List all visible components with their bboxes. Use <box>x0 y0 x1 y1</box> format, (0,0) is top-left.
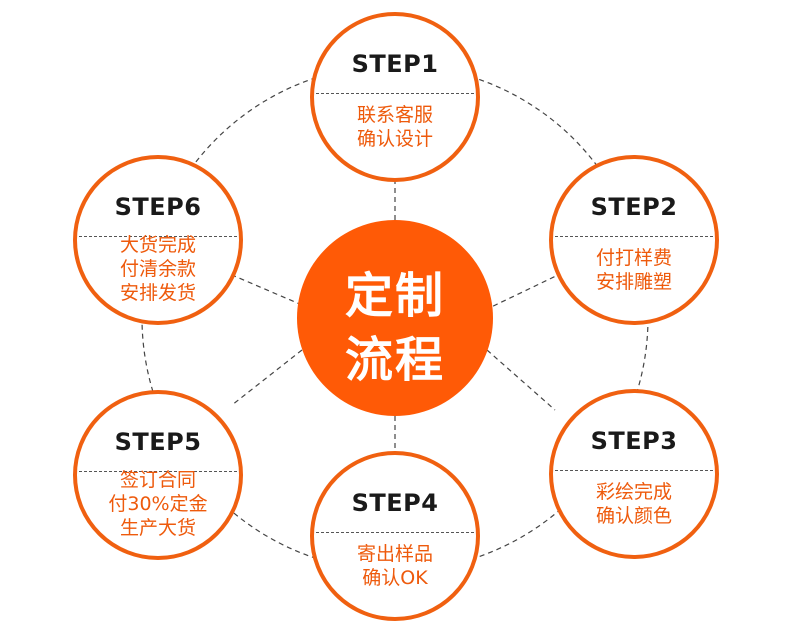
step6-line1: 大货完成 <box>119 234 196 256</box>
step3-divider <box>555 470 713 471</box>
step2-divider <box>555 236 713 237</box>
center-circle: 定制 流程 <box>297 220 493 416</box>
step2-body: 付打样费 安排雕塑 <box>553 246 715 294</box>
step5-divider <box>79 471 237 472</box>
step1-body: 联系客服 确认设计 <box>314 103 476 151</box>
step3-line1: 彩绘完成 <box>595 481 672 503</box>
spoke-step2 <box>484 274 559 311</box>
step4-title: STEP4 <box>351 489 439 517</box>
step6-line2: 付清余款 <box>119 258 196 280</box>
step2-circle: STEP2 付打样费 安排雕塑 <box>549 155 719 325</box>
step2-title: STEP2 <box>590 193 678 221</box>
spoke-step3 <box>486 349 556 411</box>
step1-title: STEP1 <box>351 50 439 78</box>
step6-line3: 安排发货 <box>119 282 196 304</box>
center-title-line2: 流程 <box>344 332 445 388</box>
step5-line3: 生产大货 <box>119 517 196 539</box>
step2-line1: 付打样费 <box>595 247 672 269</box>
step1-circle: STEP1 联系客服 确认设计 <box>310 12 480 182</box>
spoke-step6 <box>231 274 303 306</box>
step5-title: STEP5 <box>114 428 202 456</box>
center-title-line1: 定制 <box>344 268 445 324</box>
step5-line1: 签订合同 <box>119 469 196 491</box>
step5-body: 签订合同 付30%定金 生产大货 <box>77 468 239 540</box>
step4-line1: 寄出样品 <box>356 543 433 565</box>
step4-line2: 确认OK <box>362 567 428 589</box>
step4-divider <box>316 532 474 533</box>
step6-title: STEP6 <box>114 193 202 221</box>
step1-line1: 联系客服 <box>356 104 433 126</box>
step6-body: 大货完成 付清余款 安排发货 <box>77 233 239 305</box>
step3-body: 彩绘完成 确认颜色 <box>553 480 715 528</box>
step3-line2: 确认颜色 <box>595 505 672 527</box>
step4-body: 寄出样品 确认OK <box>314 542 476 590</box>
step4-circle: STEP4 寄出样品 确认OK <box>310 451 480 621</box>
step1-divider <box>316 93 474 94</box>
spoke-step5 <box>231 349 303 406</box>
step5-circle: STEP5 签订合同 付30%定金 生产大货 <box>73 390 243 560</box>
step1-line2: 确认设计 <box>356 128 433 150</box>
step5-line2: 付30%定金 <box>108 493 208 515</box>
step3-title: STEP3 <box>590 427 678 455</box>
step6-divider <box>79 236 237 237</box>
step3-circle: STEP3 彩绘完成 确认颜色 <box>549 389 719 559</box>
step6-circle: STEP6 大货完成 付清余款 安排发货 <box>73 155 243 325</box>
step2-line2: 安排雕塑 <box>595 271 672 293</box>
